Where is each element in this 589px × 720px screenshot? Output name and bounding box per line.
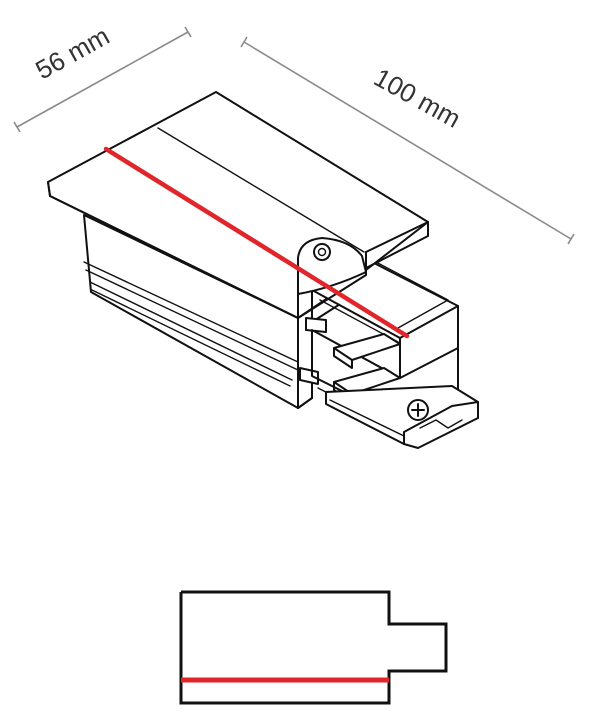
live-conductor-indicator xyxy=(103,146,410,339)
isometric-view xyxy=(47,91,479,449)
dimension-label-width: 56 mm xyxy=(30,20,114,85)
cover-seam xyxy=(157,127,365,253)
mounting-hole xyxy=(313,243,331,261)
dimension-line-length xyxy=(243,41,572,240)
dimension-label-length: 100 mm xyxy=(369,62,466,134)
profile-outline xyxy=(179,590,448,705)
screw-icon xyxy=(407,399,429,421)
profile-view xyxy=(179,590,448,705)
contact-upper xyxy=(333,333,401,361)
dimension-56mm: 56 mm xyxy=(13,20,192,133)
contact-lower xyxy=(333,367,401,395)
end-clip xyxy=(325,385,479,449)
dimension-line-width xyxy=(16,31,189,128)
track-rail xyxy=(299,261,479,449)
